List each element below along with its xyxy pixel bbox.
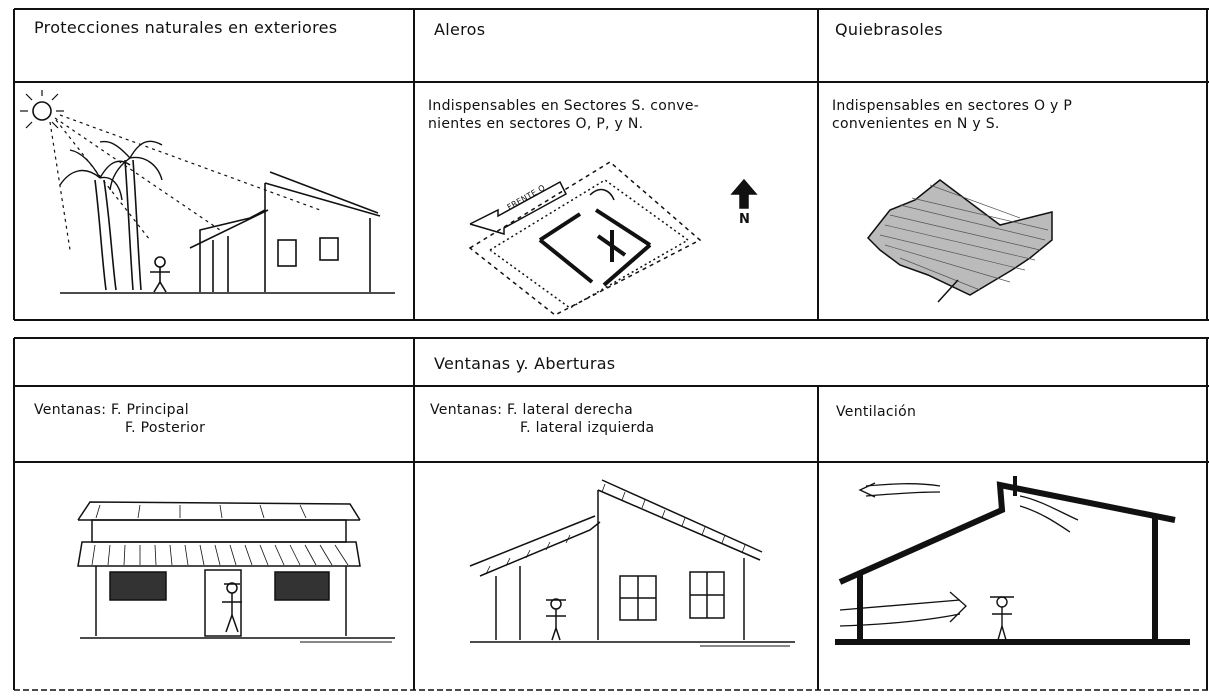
front-windows-line1: Ventanas: F. Principal xyxy=(34,402,189,418)
side-windows-line1: Ventanas: F. lateral derecha xyxy=(430,402,634,418)
header-natural-protections: Protecciones naturales en exteriores xyxy=(34,18,338,37)
side-house-sketch xyxy=(469,479,795,647)
windows-openings-title: Ventanas y. Aberturas xyxy=(434,354,616,373)
natural-protection-sketch xyxy=(20,90,395,294)
header-sunshades: Quiebrasoles xyxy=(835,20,943,39)
north-label: N xyxy=(739,212,751,227)
eaves-note-line1: Indispensables en Sectores S. conve- xyxy=(428,98,700,114)
side-windows-line2: F. lateral izquierda xyxy=(520,420,655,436)
front-house-sketch xyxy=(77,501,395,643)
ventilation-header: Ventilación xyxy=(836,404,917,420)
sun-icon xyxy=(32,101,52,121)
eaves-note-line2: nientes en sectores O, P, y N. xyxy=(428,116,644,132)
eaves-plan-sketch xyxy=(468,161,758,316)
header-eaves: Aleros xyxy=(434,20,486,39)
front-windows-line2: F. Posterior xyxy=(125,420,206,436)
sunshade-note-line1: Indispensables en sectores O y P xyxy=(832,98,1073,114)
sunshade-sketch xyxy=(866,179,1053,303)
ventilation-section-sketch xyxy=(835,476,1190,645)
sunshade-note-line2: convenientes en N y S. xyxy=(832,116,1000,132)
